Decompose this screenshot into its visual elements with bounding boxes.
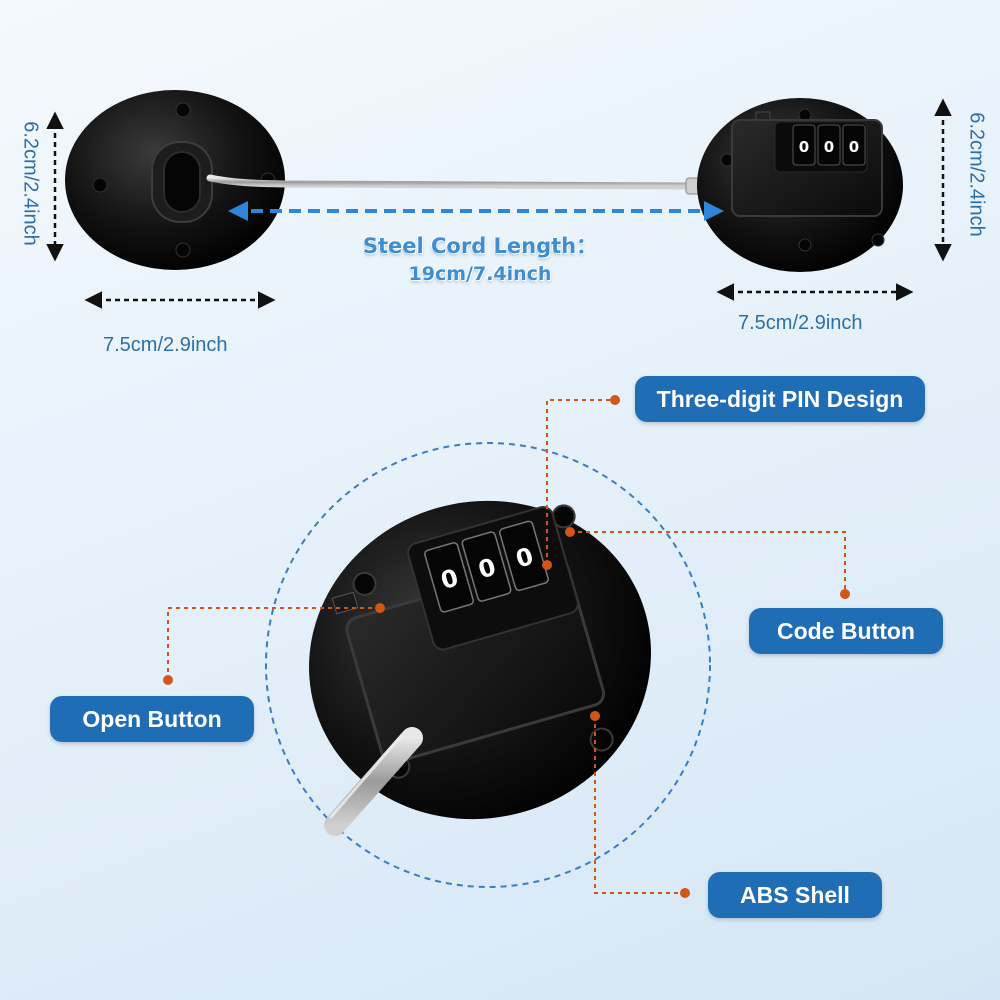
top-dial-1: 0 xyxy=(799,138,809,156)
detail-lock: 0 0 0 xyxy=(309,500,651,820)
callout-code-button: Code Button xyxy=(749,608,943,654)
detail-dial-3: 0 xyxy=(513,542,537,574)
right-lock-assembly: 0 0 0 xyxy=(697,98,903,272)
callout-three-digit-pin: Three-digit PIN Design xyxy=(635,376,925,422)
top-dial-3: 0 xyxy=(849,138,859,156)
callout-open-button: Open Button xyxy=(50,696,254,742)
leader-dots xyxy=(163,395,850,898)
leader-open xyxy=(167,607,380,680)
left-mount-plate xyxy=(65,90,285,270)
cord-length-value: 19cm/7.4inch xyxy=(408,263,552,285)
callout-abs-shell: ABS Shell xyxy=(708,872,882,918)
leader-lines xyxy=(167,399,846,894)
steel-cable xyxy=(206,174,694,190)
top-lock-dials: 0 0 0 xyxy=(792,124,866,166)
detail-cable xyxy=(324,727,423,836)
detail-dial-2: 0 xyxy=(475,553,499,585)
leader-shell xyxy=(594,716,685,894)
right-width-label: 7.5cm/2.9inch xyxy=(738,312,863,334)
right-height-label: 6.2cm/2.4inch xyxy=(965,112,988,237)
left-height-label: 6.2cm/2.4inch xyxy=(19,121,42,246)
leader-code xyxy=(570,531,846,594)
detail-dial-1: 0 xyxy=(438,564,462,596)
top-dial-2: 0 xyxy=(824,138,834,156)
detail-circle-outline xyxy=(265,442,711,888)
left-width-label: 7.5cm/2.9inch xyxy=(103,334,228,356)
leader-pin xyxy=(546,399,615,565)
cord-length-title: Steel Cord Length： xyxy=(362,234,598,258)
